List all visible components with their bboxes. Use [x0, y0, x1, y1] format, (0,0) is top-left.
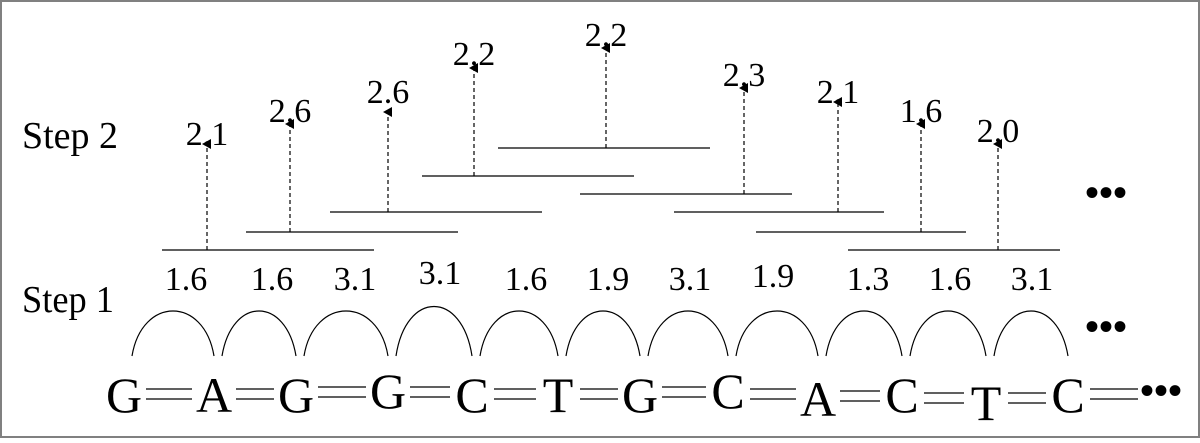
dinucleotide-arc — [993, 310, 1069, 357]
step2-values: 2.1 2.6 2.6 2.2 2.2 2.3 2.1 1.6 2.0 — [186, 17, 1020, 153]
step1-value: 3.1 — [419, 255, 462, 292]
base-letter: C — [455, 367, 488, 423]
step1-value: 1.6 — [929, 261, 972, 298]
step1-value: 1.6 — [505, 261, 548, 298]
step1-value: 1.9 — [587, 261, 630, 298]
window-spans — [162, 147, 1060, 251]
step2-value: 2.1 — [186, 116, 229, 153]
step1-value: 1.6 — [251, 261, 294, 298]
step1-values: 1.6 1.6 3.1 3.1 1.6 1.9 3.1 1.9 1.3 1.6 3.1 — [165, 255, 1054, 298]
dinucleotide-arc — [221, 310, 297, 357]
dinucleotide-arc — [909, 310, 987, 357]
step1-value: 1.6 — [165, 261, 208, 298]
base-letter: C — [711, 363, 744, 419]
step1-value: 1.9 — [752, 258, 795, 295]
base-letter: A — [800, 371, 836, 427]
step2-value: 2.6 — [367, 74, 410, 111]
step2-value: 2.3 — [723, 57, 766, 94]
base-letter: G — [278, 367, 314, 423]
base-letter: C — [885, 367, 918, 423]
ellipsis-sequence: ••• — [1140, 368, 1182, 413]
ellipsis-step1: ••• — [1085, 304, 1127, 349]
step1-label: Step 1 — [22, 279, 114, 321]
step2-value: 2.2 — [585, 17, 628, 54]
dinucleotide-arcs — [131, 305, 1069, 357]
dinucleotide-arc — [565, 310, 641, 357]
base-letter: T — [543, 367, 574, 423]
base-letter: G — [106, 367, 142, 423]
dinucleotide-arc — [303, 310, 389, 357]
dinucleotide-arc — [395, 305, 473, 357]
dinucleotide-arc — [131, 310, 215, 357]
dinucleotide-arc — [647, 310, 729, 357]
base-letter: G — [622, 367, 658, 423]
base-letter: A — [196, 367, 232, 423]
step1-value: 1.3 — [847, 261, 890, 298]
step1-value: 3.1 — [1011, 261, 1054, 298]
step2-value: 2.2 — [453, 36, 496, 73]
base-letter: T — [971, 375, 1002, 431]
ellipsis-step2: ••• — [1085, 170, 1127, 215]
average-arrows — [202, 43, 1002, 250]
base-links — [146, 386, 1138, 404]
step1-value: 3.1 — [669, 261, 712, 298]
step2-value: 1.6 — [900, 93, 943, 130]
dinucleotide-arc — [825, 310, 903, 357]
step2-value: 2.0 — [977, 113, 1020, 150]
dinucleotide-arc — [479, 310, 559, 357]
base-letter: C — [1051, 367, 1084, 423]
step2-label: Step 2 — [22, 115, 118, 157]
step1-value: 3.1 — [334, 261, 377, 298]
dinucleotide-arc — [735, 310, 819, 357]
step2-value: 2.1 — [817, 74, 860, 111]
step2-value: 2.6 — [269, 93, 312, 130]
base-letter: G — [370, 363, 406, 419]
